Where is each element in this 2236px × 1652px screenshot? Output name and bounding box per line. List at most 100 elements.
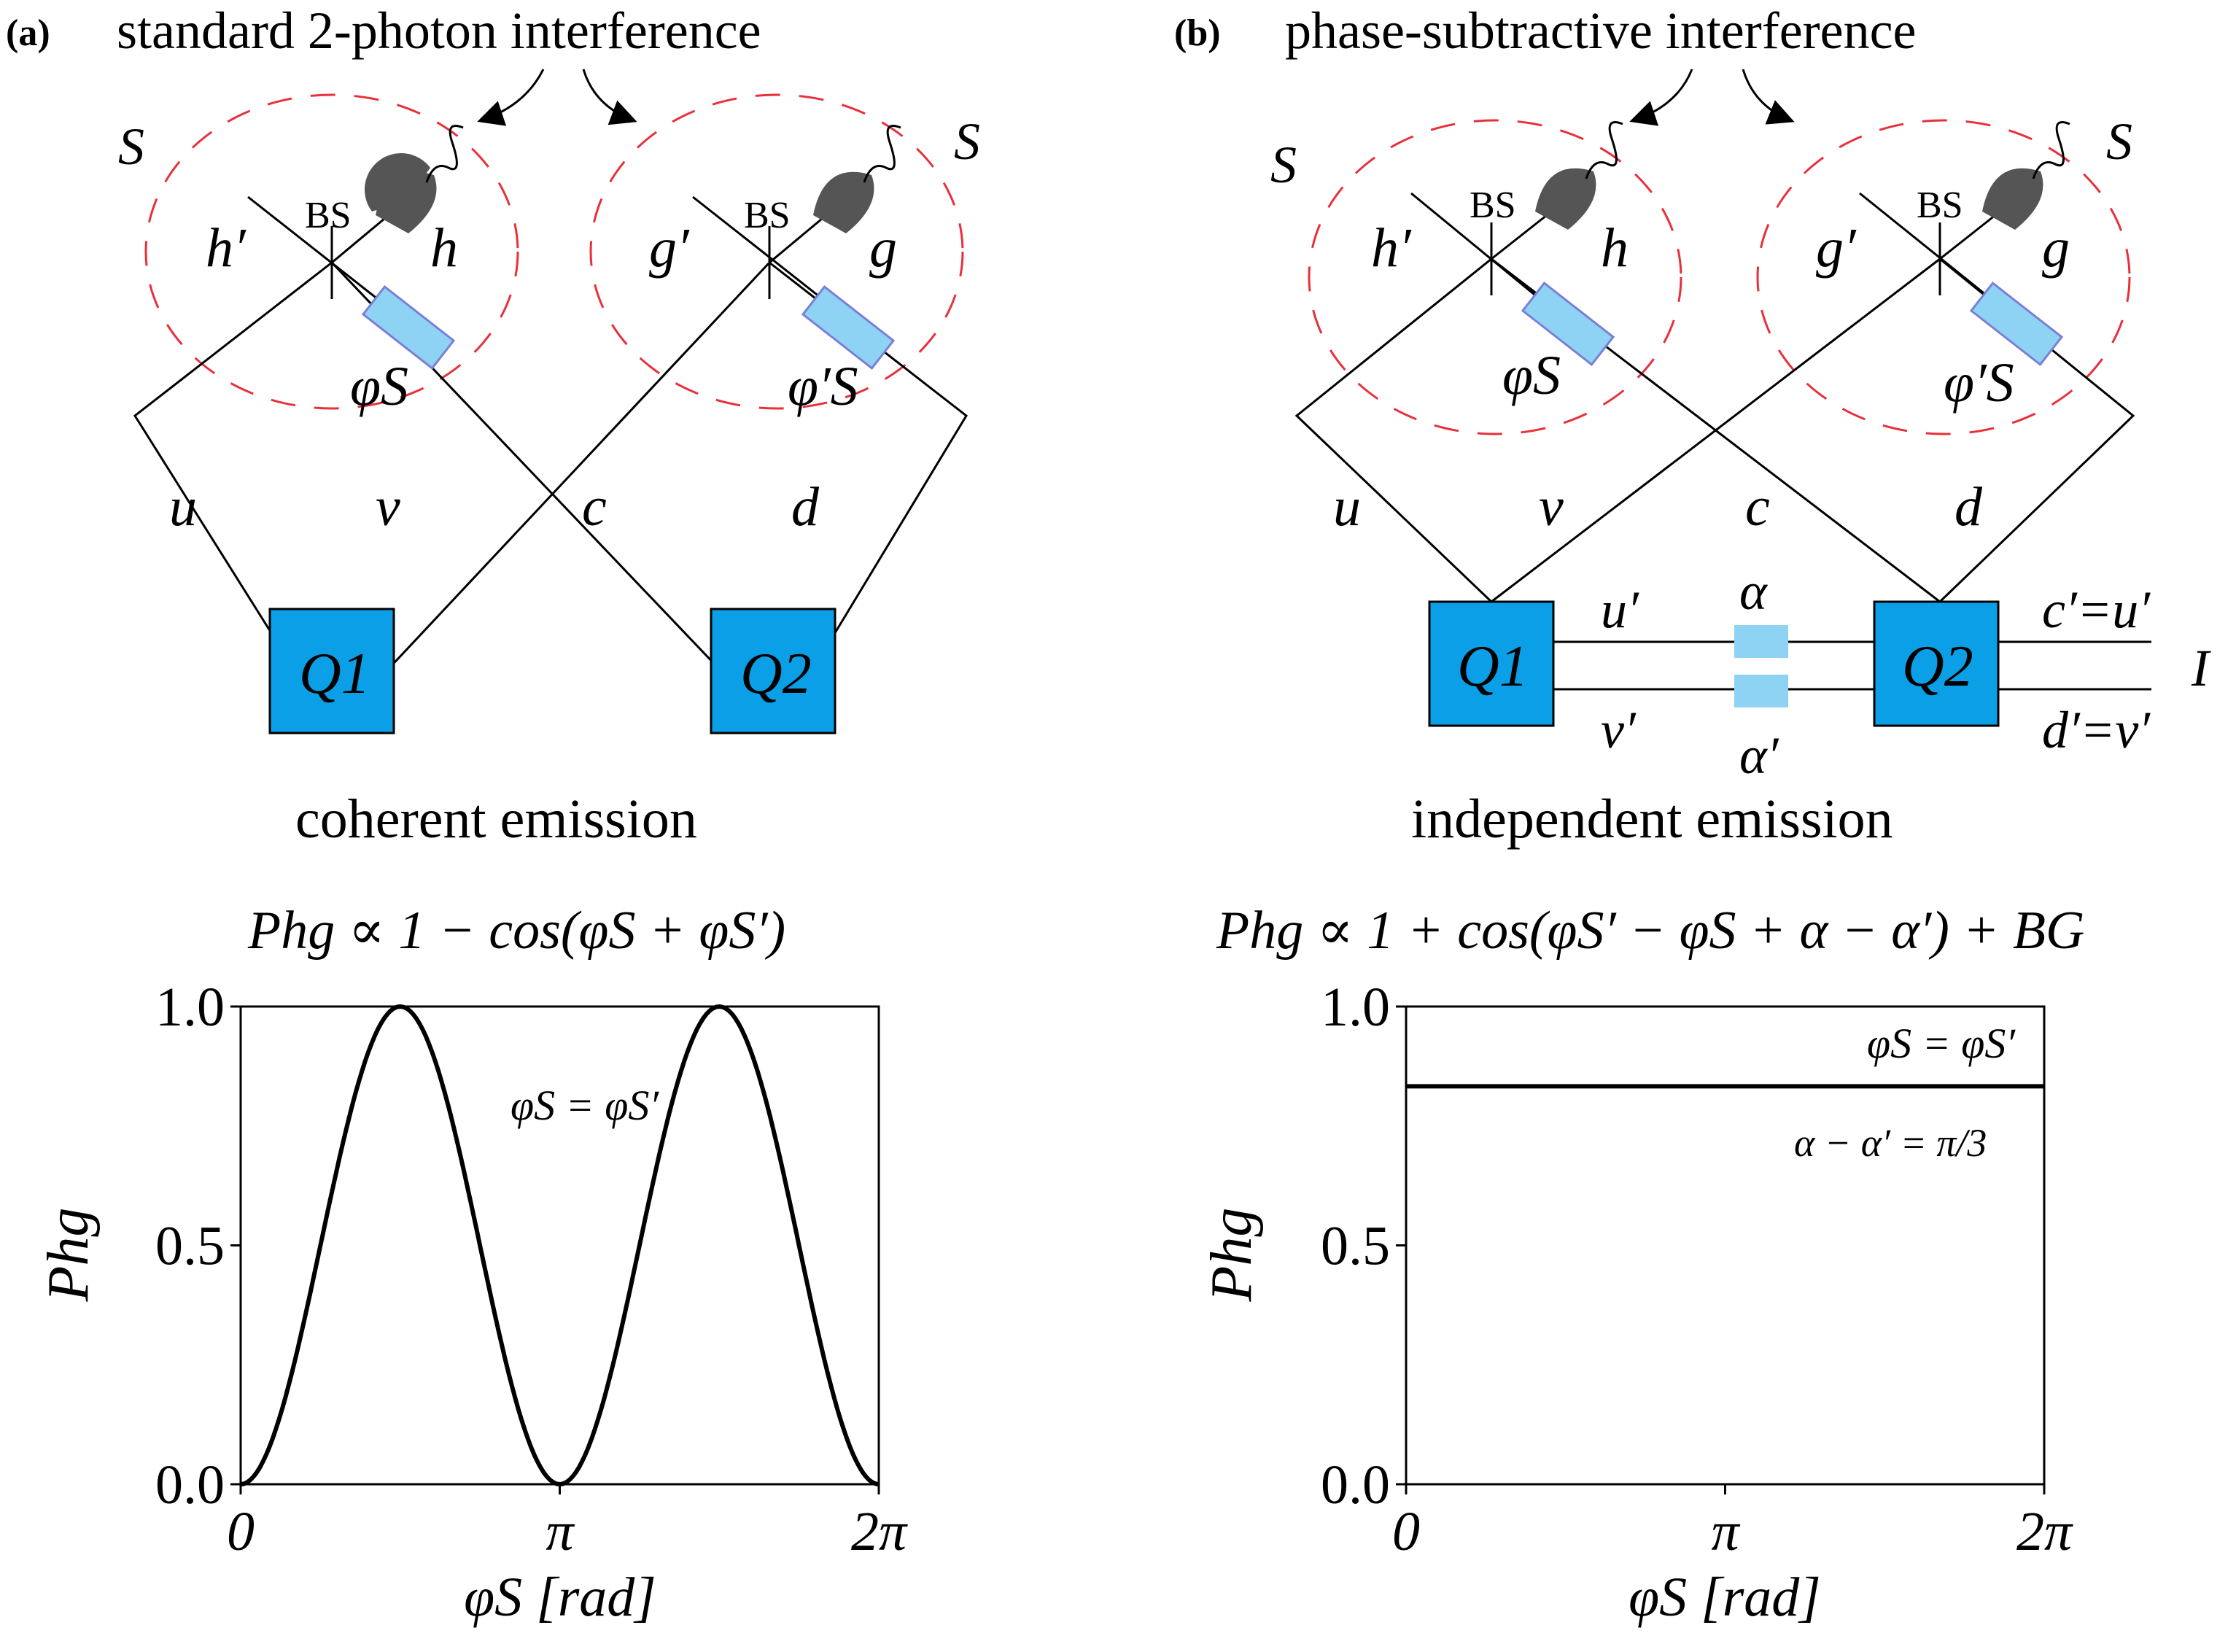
mode-h-prime-label-b: h′ [1371, 217, 1412, 279]
phase-plate-right-b [1969, 282, 2064, 366]
source-q1-box [268, 608, 395, 734]
chart-a-xlabel: φS [rad] [464, 1567, 656, 1628]
mode-g-label: g [869, 217, 897, 279]
mode-v-label: v [376, 476, 400, 538]
mode-d-label-b: d [1954, 476, 1983, 538]
dashed-region-right [589, 93, 964, 410]
panel-a-title: standard 2-photon interference [117, 1, 761, 60]
path-u-h-prime-b [1294, 257, 1493, 603]
mode-v-label-b: v [1539, 476, 1564, 538]
path-u-h-prime [133, 261, 333, 730]
panel-a-caption: coherent emission [295, 788, 697, 850]
chart-b-annotation-top: φS = φS′ [1867, 1020, 2016, 1067]
mode-g-prime-label: g′ [649, 217, 690, 279]
panel-a-diagram: (a) standard 2-photon interference S S B… [6, 1, 980, 850]
chart-b: Phg ∝ 1 + cos(φS′ − φS + α − α′) + BG φS… [1200, 901, 2084, 1628]
source-q1-box-b [1428, 600, 1555, 727]
dashed-region-right-b [1756, 119, 2131, 435]
chart-b-ylabel: Phg [1200, 1208, 1264, 1303]
x-tick-label: 2π [2016, 1501, 2073, 1562]
x-tick-label: π [546, 1501, 575, 1562]
x-tick-label: 0 [227, 1501, 255, 1562]
mode-v-prime-label: v′ [1601, 701, 1637, 759]
phase-left-label: φS [350, 356, 408, 417]
series-line [240, 1004, 880, 1487]
phase-plate-left-b [1521, 282, 1615, 366]
detector-h-wire-icon [425, 125, 464, 183]
chart-b-xlabel: φS [rad] [1629, 1567, 1821, 1628]
detector-g-wire-icon-b [2032, 121, 2070, 179]
chart-b-annotation-bottom: α − α′ = π/3 [1794, 1121, 1987, 1165]
panel-b-title: phase-subtractive interference [1285, 1, 1917, 60]
detector-h-body-icon [376, 171, 437, 233]
dashed-region-left-b [1308, 119, 1682, 435]
mode-c-label: c [582, 476, 607, 538]
mode-c-label-b: c [1745, 476, 1770, 538]
out-d-label: d′=v′ [2042, 701, 2151, 759]
idler-label: I [2191, 639, 2211, 697]
chart-a-frame [239, 1005, 880, 1486]
bs-left-label-b: BS [1470, 185, 1516, 226]
mode-u-label: u [169, 476, 197, 538]
mode-g-label-b: g [2042, 217, 2070, 279]
source-q2-box [710, 608, 836, 734]
y-tick-label: 1.0 [155, 977, 225, 1038]
mode-h-prime-label: h′ [206, 217, 246, 279]
mode-h-label-b: h [1601, 217, 1629, 279]
path-d-g-prime-b [1938, 257, 2135, 603]
detector-g-body-icon-b [1982, 168, 2043, 230]
panel-b-caption: independent emission [1411, 788, 1893, 850]
detector-h-body-icon-b [1535, 168, 1596, 230]
chart-a: Phg ∝ 1 − cos(φS + φS′) φS = φS′ Phg φS … [36, 901, 908, 1628]
detector-h-wire-icon-b [1585, 121, 1623, 179]
panel-a-label: (a) [6, 12, 50, 54]
detector-g-wire-icon [863, 125, 901, 183]
alpha-prime-label: α′ [1739, 726, 1779, 785]
phase-plate-alpha [1734, 625, 1788, 658]
dashed-region-left [144, 93, 519, 410]
chart-a-annotation: φS = φS′ [511, 1082, 659, 1129]
arrow-left-region [477, 69, 545, 126]
mode-u-prime-label: u′ [1601, 581, 1639, 639]
chart-b-frame [1405, 1005, 2046, 1486]
chart-a-series [240, 1004, 880, 1487]
mode-d-label: d [791, 476, 820, 538]
mode-u-label-b: u [1333, 476, 1361, 538]
arrow-left-region-b [1629, 69, 1693, 126]
source-q2-box-b [1873, 600, 2000, 727]
phase-plate-left [361, 285, 456, 370]
arrow-right-region [582, 69, 637, 125]
phase-right-label-b: φ′S [1944, 352, 2014, 414]
x-tick-label: 2π [851, 1501, 908, 1562]
y-tick-label: 0.0 [155, 1454, 225, 1516]
x-tick-label: π [1711, 1501, 1740, 1562]
phase-plate-right [801, 285, 896, 370]
out-c-label: c′=u′ [2042, 581, 2151, 639]
chart-b-title: Phg ∝ 1 + cos(φS′ − φS + α − α′) + BG [1216, 901, 2084, 961]
y-tick-label: 1.0 [1321, 977, 1390, 1038]
region-label-left-b: S [1270, 136, 1297, 194]
detector-g-body-icon [813, 171, 874, 233]
source-q2-label: Q2 [740, 642, 812, 706]
mode-h-label: h [430, 217, 458, 279]
y-tick-label: 0.0 [1321, 1454, 1390, 1516]
source-q2-label-b: Q2 [1902, 635, 1973, 699]
region-label-right-b: S [2106, 112, 2132, 171]
y-tick-label: 0.5 [1321, 1216, 1390, 1277]
region-label-right: S [954, 112, 980, 171]
chart-a-ylabel: Phg [36, 1208, 101, 1303]
panel-b-diagram: (b) phase-subtractive interference S S B… [1174, 1, 2211, 850]
bs-right-label-b: BS [1917, 185, 1963, 226]
panel-b-label: (b) [1174, 12, 1221, 54]
arrow-right-region-b [1742, 69, 1795, 125]
phase-plate-alpha-prime [1734, 675, 1788, 707]
bs-right-label: BS [744, 195, 791, 236]
region-label-left: S [118, 117, 144, 176]
source-q1-label-b: Q1 [1457, 635, 1529, 699]
x-tick-label: 0 [1392, 1501, 1420, 1562]
bs-left-label: BS [305, 195, 352, 236]
chart-a-title: Phg ∝ 1 − cos(φS + φS′) [247, 901, 785, 961]
chart-b-ticks: 0 π 2π 0.0 0.5 1.0 [1321, 977, 2073, 1562]
